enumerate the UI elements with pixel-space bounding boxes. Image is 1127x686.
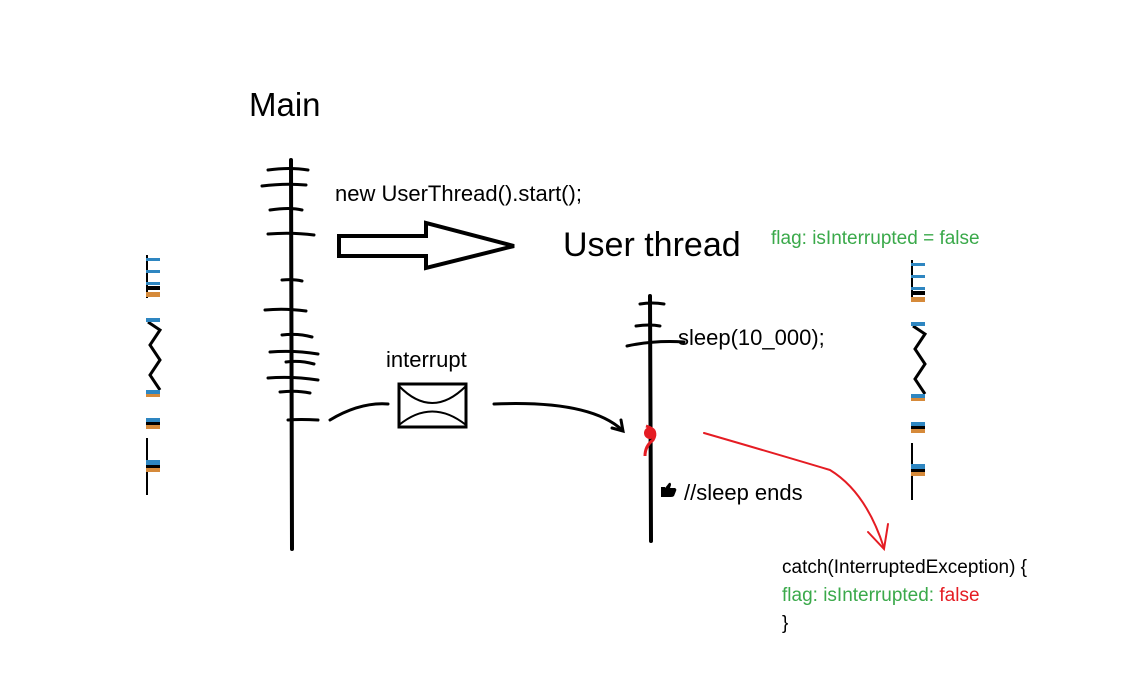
main-tick xyxy=(286,418,320,422)
user-tick xyxy=(625,340,686,348)
main-tick xyxy=(263,307,308,313)
main-tick xyxy=(266,231,316,237)
main-tick xyxy=(280,332,314,339)
interrupt-stroke-in xyxy=(328,402,390,422)
user-tick xyxy=(638,301,666,306)
start-call-label: new UserThread().start(); xyxy=(335,181,582,206)
catch-open-line: catch(InterruptedException) { xyxy=(782,557,1028,578)
main-tick xyxy=(266,167,310,172)
interrupt-label: interrupt xyxy=(386,347,467,372)
time-letter-i xyxy=(146,418,160,429)
user-thread-timeline xyxy=(625,294,686,543)
catch-flag-value: false xyxy=(939,585,980,606)
catch-block: catch(InterruptedException) { flag: isIn… xyxy=(782,554,1027,638)
time-annotation-right xyxy=(911,260,928,500)
thumbs-up-icon xyxy=(661,482,677,497)
time-letter-t xyxy=(146,438,160,495)
curved-arrow-icon xyxy=(703,432,889,552)
main-tick xyxy=(278,389,312,395)
catch-flag-label: flag: isInterrupted: xyxy=(782,585,935,606)
interrupt-arrow xyxy=(492,402,625,434)
main-tick xyxy=(284,359,316,366)
main-thread-timeline xyxy=(260,158,320,551)
time-letter-t xyxy=(911,443,925,500)
envelope-icon xyxy=(397,382,468,429)
main-thread-title: Main xyxy=(249,86,321,123)
user-thread-title: User thread xyxy=(563,226,741,264)
time-letter-m xyxy=(146,318,163,397)
user-tick xyxy=(634,323,662,328)
catch-flag-line: flag: isInterrupted: false xyxy=(782,582,1027,610)
main-tick xyxy=(268,207,304,212)
time-letter-m xyxy=(911,322,928,401)
interrupt-hit-marker xyxy=(643,424,657,457)
time-letter-e xyxy=(911,260,925,302)
main-tick xyxy=(266,375,320,382)
sleep-call-label: sleep(10_000); xyxy=(678,325,825,350)
flag-initial-label: flag: isInterrupted = false xyxy=(771,228,980,249)
time-letter-e xyxy=(146,255,160,298)
time-annotation-left xyxy=(146,255,163,495)
catch-close-line: } xyxy=(782,613,789,634)
main-tick xyxy=(268,349,320,356)
main-tick xyxy=(260,182,308,188)
main-tick xyxy=(280,278,304,283)
time-letter-i xyxy=(911,422,925,433)
sleep-ends-label: //sleep ends xyxy=(684,480,803,505)
block-arrow-icon xyxy=(337,220,515,271)
